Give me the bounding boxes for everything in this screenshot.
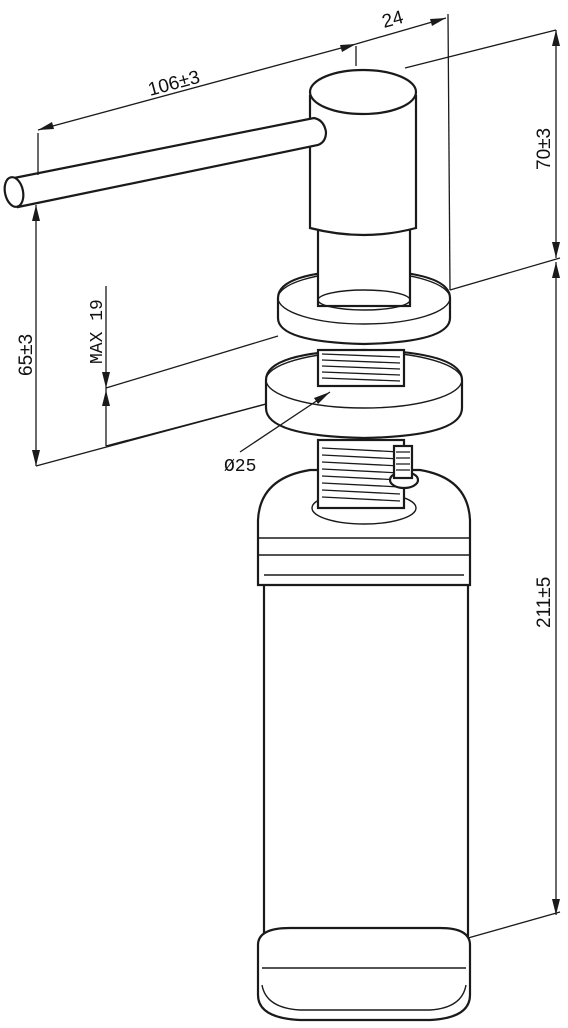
thread-diameter-label: Ø25 [224, 457, 256, 477]
lower-washer [264, 348, 464, 440]
max-thickness-label: MAX 19 [88, 299, 108, 364]
lower-shank [316, 438, 420, 510]
pump-head [308, 68, 418, 311]
head-height-label: 70±3 [534, 128, 555, 170]
bottle [256, 468, 472, 1022]
spout-height-label: 65±3 [16, 334, 37, 376]
upper-shank [321, 353, 401, 382]
bottle-height-label: 211±5 [534, 577, 555, 628]
head-diameter-label: 24 [380, 7, 406, 33]
spout-length-label: 106±3 [146, 67, 202, 101]
dimension-lines [32, 13, 561, 939]
upper-threads [321, 353, 401, 382]
spout [3, 116, 328, 209]
lower-threads [321, 447, 401, 502]
